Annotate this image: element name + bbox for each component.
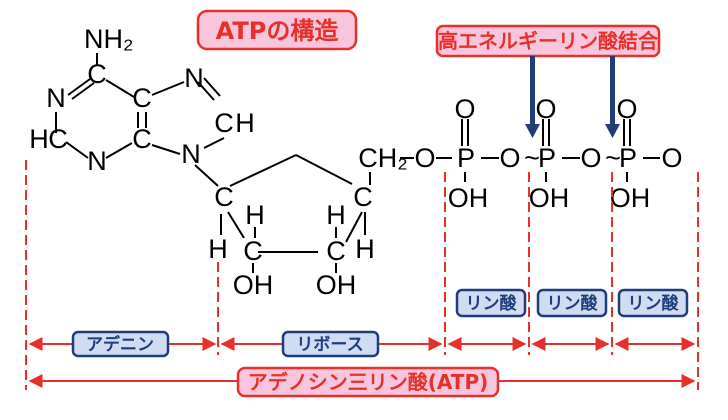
atom-oh2prime: OH (233, 270, 274, 300)
atom-p1: P (457, 143, 475, 173)
svg-text:アデノシン三リン酸(ATP): アデノシン三リン酸(ATP) (248, 370, 489, 394)
atom-oh-p3: OH (610, 183, 651, 213)
tilde-bond-2: ~ (605, 143, 621, 173)
bond-pointer-1 (530, 56, 535, 126)
atom-o-end: O (661, 143, 682, 173)
svg-text:リン酸: リン酸 (466, 293, 518, 314)
atom-c4prime: C (353, 182, 373, 212)
atom-c8: C (214, 108, 234, 138)
bond-pointer-head-1 (525, 124, 540, 138)
svg-text:リン酸: リン酸 (628, 293, 680, 314)
segment-guides (25, 160, 699, 390)
atom-ch2: CH₂ (358, 143, 407, 173)
label-adenine: アデニン (71, 330, 170, 358)
atom-oh-p2: OH (529, 183, 570, 213)
atom-o-bridge-2: O (580, 143, 601, 173)
atom-oh-p1: OH (448, 183, 489, 213)
phosphate-bonds (436, 119, 660, 182)
label-ribose: リボース (281, 330, 380, 358)
label-phosphate-1: リン酸 (455, 288, 527, 318)
atom-o-bridge-1: O (499, 143, 520, 173)
atom-h1prime: H (208, 234, 228, 264)
atom-o-p2-top: O (535, 94, 556, 124)
label-whole-atp: アデノシン三リン酸(ATP) (236, 366, 500, 398)
svg-text:リン酸: リン酸 (547, 293, 599, 314)
label-phosphate-3: リン酸 (617, 288, 689, 318)
page-title: ATPの構造 (216, 17, 339, 45)
atom-h2: H (29, 124, 49, 154)
atom-n1: N (46, 83, 66, 113)
atom-c4: C (132, 124, 152, 154)
atom-o-p1-top: O (454, 94, 475, 124)
high-energy-bond-label: 高エネルギーリン酸結合 (438, 29, 659, 53)
svg-text:リボース: リボース (296, 335, 363, 355)
atom-c5: C (132, 83, 152, 113)
atom-o-p3-top: O (616, 94, 637, 124)
atom-c1prime: C (214, 182, 234, 212)
atom-h3prime: H (326, 200, 346, 230)
atom-o-link: O (414, 143, 435, 173)
atom-c3prime: C (326, 236, 346, 266)
atom-oh3prime: OH (316, 270, 357, 300)
bond-pointer-head-2 (605, 124, 620, 138)
high-energy-bond-badge: 高エネルギーリン酸結合 (435, 24, 661, 58)
bond-pointer-2 (610, 56, 615, 126)
tilde-bond-1: ~ (524, 143, 540, 173)
atom-n9: N (181, 139, 201, 169)
atom-p3: P (619, 143, 637, 173)
adenine-bonds (55, 53, 225, 159)
atom-h8: H (235, 108, 255, 138)
label-phosphate-2: リン酸 (536, 288, 608, 318)
atom-p2: P (538, 143, 556, 173)
atom-n7: N (184, 63, 204, 93)
atom-n3: N (87, 146, 107, 176)
atom-c2: C (48, 124, 68, 154)
title-badge: ATPの構造 (196, 9, 358, 51)
atom-c6: C (87, 59, 107, 89)
atom-h2prime: H (245, 200, 265, 230)
ribose-bonds (194, 154, 414, 273)
atom-h4prime: H (355, 234, 375, 264)
atom-c2prime: C (243, 236, 263, 266)
svg-text:アデニン: アデニン (86, 334, 154, 355)
atom-nh2: NH₂ (84, 24, 133, 54)
